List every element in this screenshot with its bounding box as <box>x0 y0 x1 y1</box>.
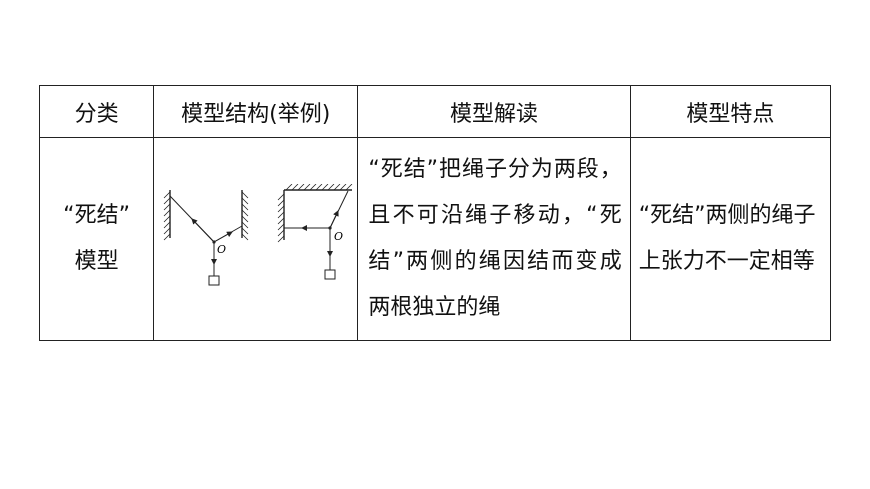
weight-block-2 <box>324 269 336 280</box>
side-wall <box>277 190 285 243</box>
point-label-o-2: O <box>334 230 343 243</box>
table-row: “死结” 模型 <box>38 137 832 341</box>
header-feature: 模型特点 <box>629 85 832 138</box>
structure-example-cell: O <box>153 137 359 341</box>
point-label-o: O <box>217 243 226 256</box>
header-row: 分类 模型结构(举例) 模型解读 模型特点 <box>38 85 832 138</box>
dead-knot-diagram: O <box>163 184 353 286</box>
header-structure: 模型结构(举例) <box>153 85 359 138</box>
left-wall <box>163 190 171 241</box>
ceiling <box>283 184 353 191</box>
figure-2: O <box>277 184 353 280</box>
category-cell: “死结” 模型 <box>38 137 155 341</box>
interpretation-cell: “死结”把绳子分为两段，且不可沿绳子移动，“死结”两侧的绳因结而变成两根独立的绳 <box>357 137 631 341</box>
feature-cell: “死结”两侧的绳子上张力不一定相等 <box>629 137 832 341</box>
model-table: 分类 模型结构(举例) 模型解读 模型特点 “死结” 模型 <box>38 85 832 341</box>
figure-1: O <box>163 190 249 286</box>
category-line-2: 模型 <box>74 249 119 274</box>
header-interpretation: 模型解读 <box>357 85 631 138</box>
category-line-1: “死结” <box>63 203 130 228</box>
weight-block <box>208 275 220 286</box>
right-wall <box>241 190 249 241</box>
header-category: 分类 <box>38 85 155 138</box>
